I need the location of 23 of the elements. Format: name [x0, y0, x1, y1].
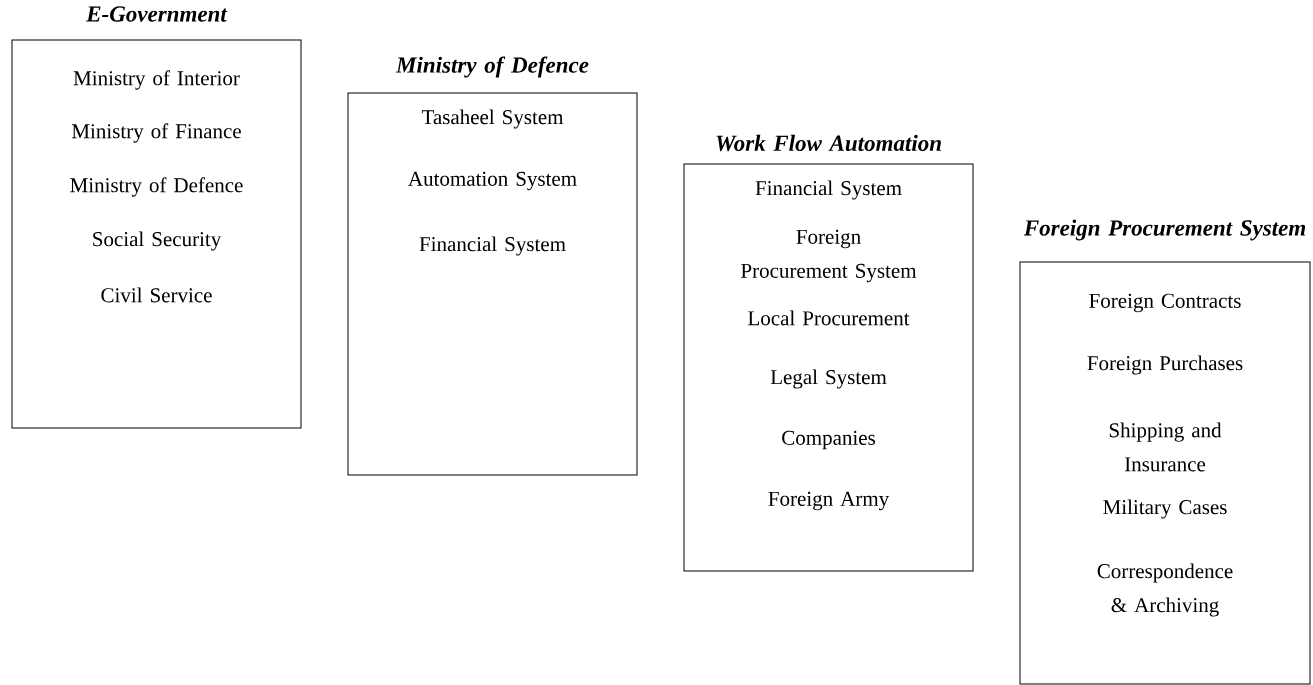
list-item: Financial System [755, 180, 902, 200]
list-item: Shipping and Insurance [1109, 422, 1222, 472]
list-item: Foreign Purchases [1087, 355, 1243, 375]
panel-heading: Work Flow Automation [716, 134, 941, 152]
list-item: Ministry of Interior [73, 70, 240, 90]
list-item: Foreign Procurement System [741, 229, 917, 283]
panel-heading: E-Government [86, 6, 228, 22]
list-item: Ministry of Finance [71, 123, 241, 143]
list-item: Tasaheel System [421, 109, 564, 129]
list-item: Ministry of Defence [70, 177, 243, 197]
list-item: Military Cases [1103, 499, 1227, 519]
list-item: Financial System [419, 236, 566, 256]
list-item: Civil Service [101, 287, 212, 303]
list-item: Foreign Contracts [1089, 293, 1241, 313]
list-item: Social Security [93, 231, 222, 251]
list-item: Legal System [770, 369, 887, 389]
panel-heading: Foreign Procurement System [1023, 219, 1306, 241]
list-item: Correspondence & Archiving [1097, 563, 1233, 617]
list-item: Local Procurement [748, 310, 910, 326]
list-item: Companies [782, 430, 875, 450]
list-item: Foreign Army [768, 491, 890, 511]
panel-heading: Ministry of Defence [395, 56, 589, 78]
list-item: Automation System [408, 171, 577, 191]
